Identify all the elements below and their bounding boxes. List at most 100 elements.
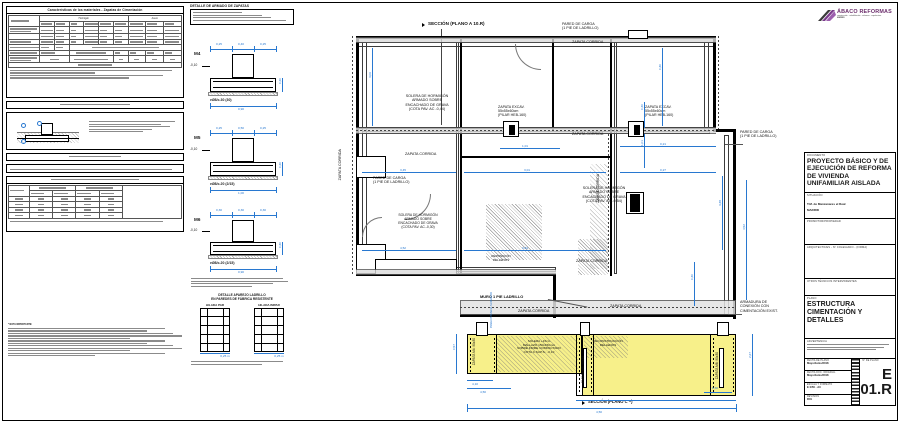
panel-terreno-detalle	[6, 112, 184, 150]
panel-geotecnico-linea	[6, 164, 184, 173]
wall-step-right	[713, 129, 735, 132]
panel-terreno	[6, 101, 184, 109]
dim-v-452: 4,52	[742, 224, 746, 231]
label-pared-carga-top: PARED DE CARGA (1 PIE DE LADRILLO)	[562, 22, 599, 31]
zapata-corrida-dash-right	[718, 36, 719, 129]
materiales-notas	[8, 68, 182, 81]
section-hatch-recon	[584, 336, 628, 358]
dim-m5-depth: 0,40	[278, 162, 282, 169]
panel-longitudes	[6, 176, 184, 232]
dim-v-227: 2,27	[748, 352, 752, 359]
tb-situacion-value-1: T.M. de Manzanares el Real	[807, 202, 846, 206]
aparejo-dim-par: 0,25 m	[220, 353, 230, 358]
dim-m6-total: 0,90	[238, 270, 245, 274]
label-pared-carga-right: PARED DE CARGA (1 PIE DE LADRILLO)	[740, 130, 777, 139]
zapata-section-sketch	[17, 119, 79, 145]
wall-interior-v1-inner	[456, 42, 459, 274]
dim-b-450: 4,50	[596, 410, 603, 414]
tb-otros-caption: OTROS TÉCNICOS INTERVINIENTES	[807, 280, 857, 283]
wall-vertical-bottom-mid	[553, 273, 556, 318]
dim-m6-c: 0,30	[260, 208, 267, 212]
logo-tagline-1: construcción · rehabilitación · reformas…	[837, 15, 882, 17]
label-solera-3: SOLERA DE HORMIGÓN ARMADO SOBRE ENCACHAD…	[398, 213, 438, 229]
panel-materiales-title: Características de los materiales - Zapa…	[7, 7, 183, 15]
section-top-label: SECCIÓN (PLANO A 10.R)	[428, 21, 485, 26]
tb-nplano-caption: Nº DE PLANO	[862, 360, 879, 362]
zapata-corrida-strip-top	[356, 37, 716, 43]
dim-v-338: 3,38	[718, 200, 722, 207]
tb-fecha-plano-caption: FECHA DE PLANO	[807, 360, 830, 362]
label-zapata-m5: ZAPATA M5: 90x30	[581, 356, 585, 384]
tb-plano: PLANO ESTRUCTURA CIMENTACIÓN Y DETALLES	[804, 295, 896, 338]
panel-longitudes-title	[7, 177, 183, 184]
dim-m5-total: 1,00	[238, 191, 245, 195]
panel-terreno-title	[7, 102, 183, 108]
dim-b-040: 4,10	[472, 382, 479, 386]
abaco-logo-icon	[818, 9, 836, 22]
level-m5: -0,10	[190, 147, 198, 151]
section-hatch-solera	[496, 336, 578, 372]
dim-h-301: 3,01	[524, 168, 531, 172]
tb-arquitecto-caption: ARQUITECTO/ES - Nº COLEGIADO - (FIRMA)	[807, 246, 868, 249]
dim-b-030: 0,30	[712, 386, 719, 390]
tb-otros-tecnicos: OTROS TÉCNICOS INTERVINIENTES	[804, 278, 896, 295]
rebar-m5: eØ8/c.20 (2/15)	[210, 182, 235, 186]
pillar-hatch-right	[630, 194, 640, 212]
label-zapata-excav-right: ZAPATA EXCAV. 55x55x60cm (PILAR HEB-160)	[645, 105, 674, 118]
room-left-annex-1	[356, 156, 386, 178]
armado-header-notes	[190, 9, 294, 25]
aparejo-col-label-impar: HILADA IMPAR	[258, 302, 280, 307]
rebar-dash-lower	[460, 307, 736, 308]
tb-situacion-value-2: MADRID	[807, 207, 819, 212]
dim-h-345: 3,45	[400, 168, 407, 172]
level-m4: -0,10	[190, 63, 198, 67]
label-armadura-conexion: ARMADURA DE CONEXIÓN CON CIMENTACIÓN EXI…	[740, 300, 778, 313]
tb-bottom-grid: FECHA DE PLANO Mayo/Junio/2018 FECHA DOC…	[804, 358, 896, 406]
label-recon-rellenos: RECONSTRUCCIÓN RELLENOS	[593, 339, 623, 347]
dim-v-030c: 0,30	[690, 274, 694, 281]
materials-notes-column: Características de los materiales - Zapa…	[6, 6, 184, 417]
armado-note	[188, 278, 296, 287]
wall-exterior-bottom	[460, 314, 736, 317]
zapata-detail-m4: M4 0,25 0,40 0,25 -0,10 0,40	[188, 29, 296, 113]
panel-geotecnico-title	[7, 154, 183, 160]
tb-promotor-caption: PROMOTOR/PROPIEDAD	[807, 220, 841, 223]
dim-m4-depth: 0,40	[278, 78, 282, 85]
aparejo-hilada-impar: HILADA IMPAR 0,25 m	[251, 302, 287, 358]
dim-m6-a: 0,30	[216, 208, 223, 212]
longitudes-table	[8, 184, 182, 219]
label-zapata-vertical-left: ZAPATA CORRIDA	[338, 149, 342, 181]
panel-geotecnico	[6, 153, 184, 161]
tb-situacion-caption: SITUACIÓN	[807, 194, 823, 197]
dim-h-021: 0,21	[660, 142, 667, 146]
dim-v-057: 0,57	[452, 344, 456, 351]
label-zapata-corrida-5: ZAPATA CORRIDA	[610, 304, 642, 308]
table-row	[8, 212, 182, 219]
section-arrow-top-icon	[422, 23, 425, 27]
zapata-corrida-strip-bottom	[356, 269, 556, 275]
aparejo-hilada-par: HILADA PAR 0,25 m	[197, 303, 233, 358]
tb-advertencia-value	[805, 344, 895, 351]
aparejo-title-2: EN PAREDES DE FÁBRICA RESISTENTE	[211, 296, 273, 301]
rebar-m4: eØ8/c.30 (30)	[210, 98, 232, 102]
dim-m5-b: 0,50	[238, 126, 245, 130]
tb-documento: DOCUMENTO PROYECTO BÁSICO Y DE EJECUCIÓN…	[804, 152, 896, 192]
wall-exterior-right-lower	[733, 129, 736, 319]
table-row	[8, 201, 182, 208]
table-row	[7, 26, 182, 35]
dim-h-027: 0,27	[660, 168, 667, 172]
dim-v-306: 3,06	[368, 72, 372, 79]
wall-interior-v2	[552, 36, 554, 131]
door-swing-1-icon	[515, 44, 541, 70]
dim-v-030a: 0,30	[658, 64, 662, 71]
tb-fecha-doc-caption: FECHA DOC. ORIGINAL	[807, 372, 836, 374]
nota-importante-title: * NOTA IMPORTANTE:	[8, 324, 33, 326]
wall-exterior-right-upper	[713, 36, 716, 131]
longitudes-note	[8, 219, 182, 225]
zapata-detail-m6: M6 0,30 0,30 0,30 -0,10 0,30 eØ8/c.20 (2…	[188, 197, 296, 277]
label-zapata-corrida-2: ZAPATA CORRIDA	[572, 132, 604, 136]
dim-v-030b: 0,30	[640, 104, 644, 111]
tb-promotor: PROMOTOR/PROPIEDAD	[804, 218, 896, 244]
sheet-code-number: 01.R	[860, 381, 892, 398]
